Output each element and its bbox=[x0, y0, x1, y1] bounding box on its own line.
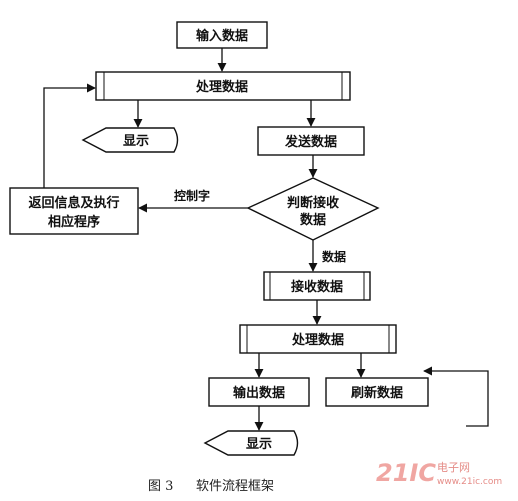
refresh-data-box: 刷新数据 bbox=[325, 377, 429, 407]
figure-number: 图 3 bbox=[148, 479, 173, 494]
send-data-box: 发送数据 bbox=[257, 126, 365, 156]
watermark-url: www.21ic.com bbox=[437, 477, 502, 487]
output-data-label: 输出数据 bbox=[233, 385, 285, 401]
input-data-label: 输入数据 bbox=[196, 28, 248, 44]
send-data-label: 发送数据 bbox=[284, 134, 337, 150]
display-bottom-label: 显示 bbox=[246, 437, 272, 452]
process-data-bottom-label: 处理数据 bbox=[291, 332, 344, 348]
output-data-box: 输出数据 bbox=[208, 377, 310, 407]
input-data-box: 输入数据 bbox=[176, 21, 268, 49]
judge-line2-label: 数据 bbox=[300, 212, 326, 228]
arrow-return-loop-to-process bbox=[43, 83, 96, 188]
return-line1-label: 返回信息及执行 bbox=[28, 195, 119, 211]
return-execute-box: 返回信息及执行 相应程序 bbox=[9, 187, 139, 235]
arrow-refresh-loop bbox=[423, 366, 489, 427]
watermark-brand: 21IC bbox=[376, 459, 436, 487]
watermark-cn: 电子网 bbox=[437, 461, 470, 474]
display-shape-top: 显示 bbox=[81, 127, 179, 153]
process-data-box-bottom: 处理数据 bbox=[239, 324, 397, 354]
process-data-top-label: 处理数据 bbox=[195, 79, 248, 95]
process-data-box-top: 处理数据 bbox=[95, 71, 351, 101]
receive-data-label: 接收数据 bbox=[291, 279, 343, 295]
refresh-data-label: 刷新数据 bbox=[351, 385, 403, 401]
judge-receive-diamond: 判断接收 数据 bbox=[246, 177, 380, 241]
display-shape-bottom: 显示 bbox=[203, 430, 299, 456]
display-top-label: 显示 bbox=[123, 134, 149, 149]
figure-title: 软件流程框架 bbox=[196, 479, 274, 494]
return-line2-label: 相应程序 bbox=[48, 214, 100, 230]
judge-line1-label: 判断接收 bbox=[287, 195, 340, 211]
control-word-label: 控制字 bbox=[174, 188, 210, 203]
receive-data-box: 接收数据 bbox=[263, 271, 371, 301]
site-watermark-logo: 21IC 电子网 www.21ic.com bbox=[376, 459, 502, 487]
data-edge-label: 数据 bbox=[322, 249, 346, 264]
